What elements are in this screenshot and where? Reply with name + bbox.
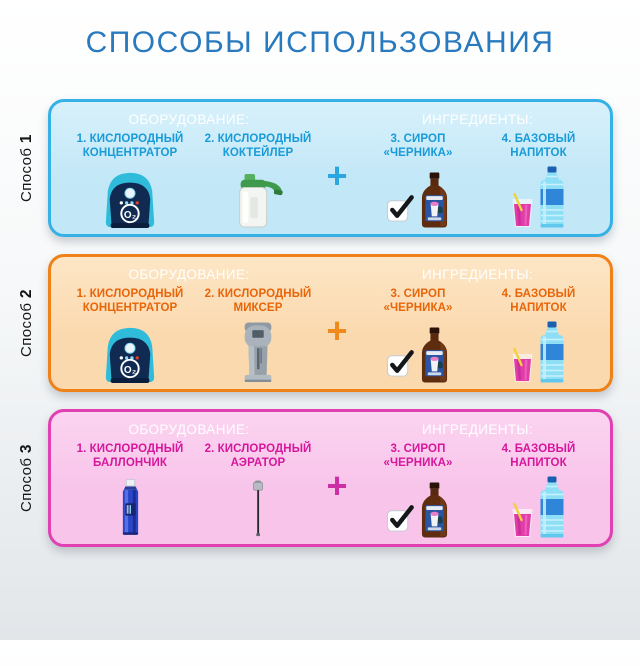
item-label: 2. КИСЛОРОДНЫЙ КОКТЕЙЛЕР: [199, 132, 317, 162]
item-label: 3. СИРОП «ЧЕРНИКА»: [357, 287, 479, 317]
item-label-line2: «ЧЕРНИКА»: [383, 302, 453, 315]
side-word: Способ: [18, 147, 36, 202]
item-label-line1: 4. БАЗОВЫЙ: [501, 133, 576, 145]
item-label-line1: 1. КИСЛОРОДНЫЙ: [76, 133, 184, 145]
item-label-line1: 3. СИРОП: [390, 443, 446, 455]
item-label-line2: НАПИТОК: [510, 457, 567, 470]
side-number: 2: [18, 289, 36, 299]
item-label: 1. КИСЛОРОДНЫЙ КОНЦЕНТРАТОР: [61, 132, 199, 162]
item-label-line2: НАПИТОК: [510, 302, 567, 315]
item-label-line1: 4. БАЗОВЫЙ: [501, 288, 576, 300]
method-1-panel: ОБОРУДОВАНИЕ: ИНГРЕДИЕНТЫ: 1. КИСЛОРОДНЫ…: [48, 99, 613, 237]
plus-sign: +: [326, 310, 348, 351]
ingredient-item-syrup: 3. СИРОП «ЧЕРНИКА»: [357, 440, 479, 538]
item-label-line2: КОНЦЕНТРАТОР: [82, 147, 178, 160]
water-bottle-icon: [540, 476, 564, 538]
ingredient-item-syrup: 3. СИРОП «ЧЕРНИКА»: [357, 130, 479, 228]
o2-label: O₂: [124, 365, 136, 376]
item-label-line2: «ЧЕРНИКА»: [383, 457, 453, 470]
item-label: 2. КИСЛОРОДНЫЙ МИКСЕР: [199, 287, 317, 317]
drink-glass-icon: [512, 193, 533, 227]
item-label: 4. БАЗОВЫЙ НАПИТОК: [479, 132, 598, 162]
blueberry-syrup-bottle-icon: [421, 482, 448, 538]
base-drink-icon: [479, 472, 598, 538]
equipment-header: ОБОРУДОВАНИЕ:: [128, 267, 250, 282]
methods-list: Способ 1 ОБОРУДОВАНИЕ: ИНГРЕДИЕНТЫ: 1. К…: [18, 99, 613, 547]
ingredients-header: ИНГРЕДИЕНТЫ:: [421, 112, 534, 127]
equipment-item-concentrator: 1. КИСЛОРОДНЫЙ КОНЦЕНТРАТОР: [61, 130, 199, 228]
item-label: 1. КИСЛОРОДНЫЙ БАЛЛОНЧИК: [61, 442, 199, 472]
item-label-line2: «ЧЕРНИКА»: [383, 147, 453, 160]
method-3-panel: ОБОРУДОВАНИЕ: ИНГРЕДИЕНТЫ: 1. КИСЛОРОДНЫ…: [48, 409, 613, 547]
item-label-line2: БАЛЛОНЧИК: [93, 457, 167, 470]
oxygen-spray-can-icon: [122, 478, 138, 535]
method-1-side-label: Способ 1: [6, 99, 48, 237]
side-number: 1: [18, 134, 36, 144]
item-label-line2: КОКТЕЙЛЕР: [222, 147, 294, 160]
item-label-line2: АЭРАТОР: [230, 457, 286, 470]
oxygen-concentrator-icon: O₂: [105, 327, 155, 383]
item-label-line1: 3. СИРОП: [390, 133, 446, 145]
method-3-row: Способ 3 ОБОРУДОВАНИЕ: ИНГРЕДИЕНТЫ: 1. К…: [18, 409, 613, 547]
item-label-line1: 2. КИСЛОРОДНЫЙ: [204, 443, 312, 455]
item-label: 4. БАЗОВЫЙ НАПИТОК: [479, 287, 598, 317]
side-word: Способ: [18, 457, 36, 512]
ingredients-header: ИНГРЕДИЕНТЫ:: [421, 267, 534, 282]
blueberry-syrup-bottle-icon: [421, 327, 448, 383]
checkbox-checked-icon: [386, 505, 414, 532]
base-drink-icon: [479, 162, 598, 228]
item-label: 1. КИСЛОРОДНЫЙ КОНЦЕНТРАТОР: [61, 287, 199, 317]
item-label-line1: 1. КИСЛОРОДНЫЙ: [76, 288, 184, 300]
checkbox-checked-icon: [386, 195, 414, 222]
equipment-item-cocktailer: 2. КИСЛОРОДНЫЙ КОКТЕЙЛЕР: [199, 130, 317, 228]
method-1-row: Способ 1 ОБОРУДОВАНИЕ: ИНГРЕДИЕНТЫ: 1. К…: [18, 99, 613, 237]
item-label-line1: 2. КИСЛОРОДНЫЙ: [204, 288, 312, 300]
side-word: Способ: [18, 302, 36, 357]
o2-label: O₂: [124, 210, 136, 221]
ingredient-item-base-drink: 4. БАЗОВЫЙ НАПИТОК: [479, 440, 598, 538]
method-2-row: Способ 2 ОБОРУДОВАНИЕ: ИНГРЕДИЕНТЫ: 1. К…: [18, 254, 613, 392]
oxygen-cocktailer-icon: [239, 173, 283, 228]
oxygen-concentrator-icon: O₂: [105, 172, 155, 228]
item-label-line1: 3. СИРОП: [390, 288, 446, 300]
item-label-line1: 1. КИСЛОРОДНЫЙ: [76, 443, 184, 455]
equipment-item-mixer: 2. КИСЛОРОДНЫЙ МИКСЕР: [199, 285, 317, 383]
item-label-line2: КОНЦЕНТРАТОР: [82, 302, 178, 315]
item-label: 3. СИРОП «ЧЕРНИКА»: [357, 442, 479, 472]
item-label-line2: МИКСЕР: [233, 302, 283, 315]
drink-glass-icon: [512, 348, 533, 382]
item-label-line2: НАПИТОК: [510, 147, 567, 160]
equipment-item-aerator: 2. КИСЛОРОДНЫЙ АЭРАТОР: [199, 440, 317, 538]
item-label: 4. БАЗОВЫЙ НАПИТОК: [479, 442, 598, 472]
equipment-header: ОБОРУДОВАНИЕ:: [128, 422, 250, 437]
plus-sign: +: [326, 155, 348, 196]
ingredient-item-syrup: 3. СИРОП «ЧЕРНИКА»: [357, 285, 479, 383]
method-2-panel: ОБОРУДОВАНИЕ: ИНГРЕДИЕНТЫ: 1. КИСЛОРОДНЫ…: [48, 254, 613, 392]
item-label-line1: 4. БАЗОВЫЙ: [501, 443, 576, 455]
plus-sign: +: [326, 465, 348, 506]
equipment-header: ОБОРУДОВАНИЕ:: [128, 112, 250, 127]
oxygen-mixer-icon: [244, 322, 272, 382]
oxygen-aerator-icon: [253, 480, 263, 537]
method-2-side-label: Способ 2: [6, 254, 48, 392]
item-label-line1: 2. КИСЛОРОДНЫЙ: [204, 133, 312, 145]
water-bottle-icon: [540, 321, 564, 383]
ingredient-item-base-drink: 4. БАЗОВЫЙ НАПИТОК: [479, 285, 598, 383]
equipment-item-concentrator: 1. КИСЛОРОДНЫЙ КОНЦЕНТРАТОР: [61, 285, 199, 383]
ingredient-item-base-drink: 4. БАЗОВЫЙ НАПИТОК: [479, 130, 598, 228]
drink-glass-icon: [512, 503, 533, 537]
page-title: СПОСОБЫ ИСПОЛЬЗОВАНИЯ: [85, 26, 555, 59]
item-label: 3. СИРОП «ЧЕРНИКА»: [357, 132, 479, 162]
method-3-side-label: Способ 3: [6, 409, 48, 547]
blueberry-syrup-bottle-icon: [421, 172, 448, 228]
ingredients-header: ИНГРЕДИЕНТЫ:: [421, 422, 534, 437]
side-number: 3: [18, 444, 36, 454]
base-drink-icon: [479, 317, 598, 383]
item-label: 2. КИСЛОРОДНЫЙ АЭРАТОР: [199, 442, 317, 472]
checkbox-checked-icon: [386, 350, 414, 377]
equipment-item-spray-can: 1. КИСЛОРОДНЫЙ БАЛЛОНЧИК: [61, 440, 199, 538]
water-bottle-icon: [540, 166, 564, 228]
